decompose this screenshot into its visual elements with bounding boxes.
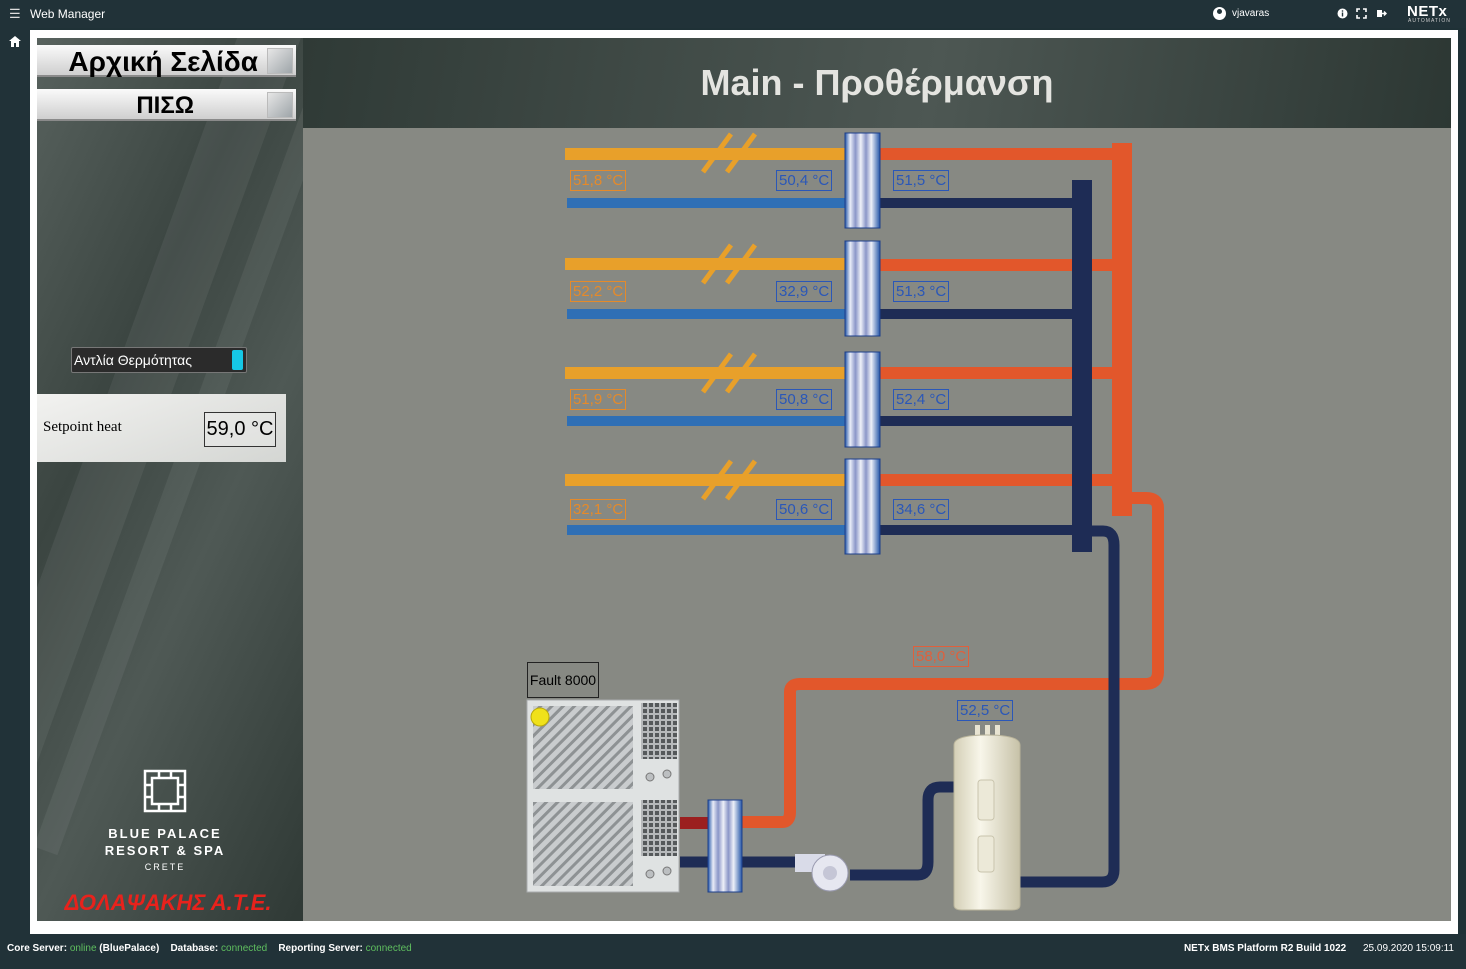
database-status: connected	[221, 943, 268, 954]
temp-primary-return-2: 32,9 °C	[776, 281, 833, 302]
server-status: Core Server: online (BluePalace) Databas…	[7, 943, 412, 954]
exchanger-row-4	[565, 458, 1115, 555]
temp-secondary-supply-3: 52,4 °C	[893, 389, 950, 410]
platform-info: NETx BMS Platform R2 Build 1022 25.09.20…	[1184, 943, 1454, 954]
page-title: Main - Προθέρμανση	[700, 62, 1054, 103]
main-supply-pipe	[740, 492, 1164, 828]
hydraulic-diagram	[526, 132, 1164, 911]
exchanger-row-3	[565, 351, 1115, 448]
home-icon[interactable]	[9, 36, 21, 50]
setpoint-label: Setpoint heat	[43, 419, 122, 435]
platform-build: NETx BMS Platform R2 Build 1022	[1183, 943, 1347, 954]
company-name: ΔΟΛΑΨΑΚΗΣ Α.Τ.Ε.	[64, 890, 272, 915]
temp-primary-in-3: 51,9 °C	[570, 389, 627, 410]
temp-primary-return-4: 50,6 °C	[776, 499, 833, 520]
temp-primary-return-3: 50,8 °C	[776, 389, 833, 410]
page-banner: Main - Προθέρμανση	[303, 38, 1451, 128]
left-rail	[0, 28, 30, 934]
pump-status-led	[232, 350, 243, 370]
main-return-pipe	[1015, 525, 1120, 888]
storage-tank	[953, 725, 1021, 911]
exchanger-row-2	[565, 240, 1115, 337]
logout-icon[interactable]	[1376, 8, 1387, 19]
user-name: vjavaras	[1232, 8, 1270, 19]
back-button-indicator	[267, 92, 293, 118]
fullscreen-icon[interactable]	[1356, 8, 1367, 19]
plant-heat-exchanger	[707, 799, 743, 893]
reporting-server-status: connected	[365, 943, 412, 954]
temp-primary-in-2: 52,2 °C	[570, 281, 627, 302]
home-page-button[interactable]: Αρχική Σελίδα	[37, 45, 296, 77]
setpoint-panel: Setpoint heat 59,0 °C	[37, 394, 286, 462]
exchanger-row-1	[565, 132, 1115, 229]
status-bar: Core Server: online (BluePalace) Databas…	[0, 934, 1466, 969]
netx-logo: NETx AUTOMATION	[1407, 3, 1451, 24]
top-bar: ☰ Web Manager vjavaras NETx AUTOMATION	[0, 0, 1466, 28]
info-icon[interactable]	[1337, 8, 1348, 19]
menu-icon[interactable]: ☰	[9, 6, 21, 21]
supply-header	[1112, 143, 1132, 516]
temp-primary-in-1: 51,8 °C	[570, 170, 627, 191]
temp-tank: 52,5 °C	[957, 700, 1014, 721]
user-menu[interactable]: vjavaras	[1213, 7, 1269, 20]
temp-primary-in-4: 32,1 °C	[570, 499, 627, 520]
user-icon	[1213, 7, 1226, 20]
back-button[interactable]: ΠΙΣΩ	[37, 89, 296, 121]
home-button-indicator	[267, 48, 293, 74]
temp-secondary-supply-2: 51,3 °C	[893, 281, 950, 302]
temp-primary-return-1: 50,4 °C	[776, 170, 833, 191]
core-server-status: online	[69, 943, 97, 954]
heat-pump-fault-status: Fault 8000	[527, 662, 599, 698]
temp-secondary-supply-1: 51,5 °C	[893, 170, 950, 191]
temp-secondary-supply-4: 34,6 °C	[893, 499, 950, 520]
circulation-pump[interactable]	[795, 854, 849, 892]
heat-pump-status-lamp	[530, 707, 550, 727]
app-title: Web Manager	[30, 7, 106, 21]
schematic-canvas: 51,8 °C 50,4 °C 51,5 °C 52,2 °C 32,9 °C …	[303, 128, 1451, 921]
brand-logo: BLUE PALACE RESORT & SPA CRETE	[37, 768, 293, 872]
temp-main-supply: 58,0 °C	[913, 646, 970, 667]
heat-pump-toggle[interactable]: Αντλία Θερμότητας	[71, 347, 247, 373]
setpoint-input[interactable]: 59,0 °C	[204, 412, 276, 447]
heat-pump-unit[interactable]	[526, 699, 680, 893]
return-header	[1072, 180, 1092, 552]
blue-palace-logo-icon	[142, 768, 188, 814]
datetime: 25.09.2020 15:09:11	[1362, 943, 1454, 954]
